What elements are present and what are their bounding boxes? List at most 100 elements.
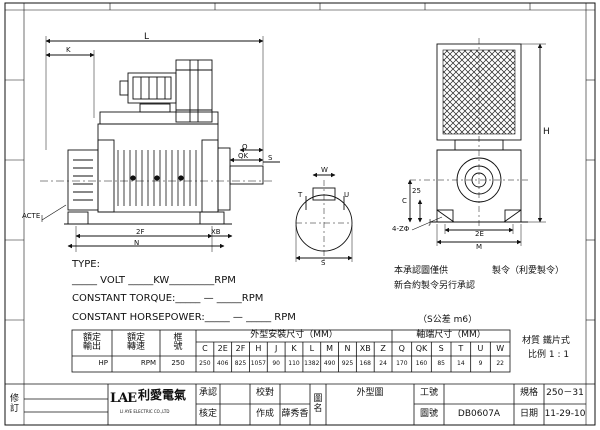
dim-Q: Q (242, 143, 248, 151)
dim-L: L (144, 32, 150, 42)
install-col-header: M (326, 343, 334, 353)
horsepower-line: CONSTANT HORSEPOWER:_____ — _____ RPM (72, 312, 296, 323)
install-col-value: 490 (323, 359, 336, 367)
front-view (407, 38, 546, 246)
install-col-header: XB (359, 343, 371, 353)
frame-value: 250 (171, 359, 185, 368)
shaft-col-value: 160 (415, 359, 428, 367)
install-col-header: L (309, 343, 315, 353)
dim-4Z: 4-ZΦ (392, 225, 410, 233)
shaft-col-value: 85 (437, 359, 445, 367)
install-col-header: 2F (235, 343, 246, 353)
date-label: 日期 (519, 408, 538, 419)
shaft-col-header: S (438, 343, 444, 353)
install-col-value: 1382 (304, 359, 320, 367)
spec-label: 規格 (519, 388, 538, 399)
type-label: TYPE: (72, 259, 100, 270)
dim-W: W (321, 166, 328, 174)
date-value: 11-29-10 (544, 408, 586, 419)
rated-speed-header: 額定 轉速 (126, 332, 145, 352)
install-col-value: 168 (359, 359, 371, 367)
drawing-name-label: 圖 名 (313, 394, 323, 414)
approved-label: 承認 (198, 388, 217, 399)
install-col-value: 110 (288, 359, 300, 367)
shaft-col-header: W (496, 343, 505, 353)
dim-N: N (134, 239, 140, 247)
dim-S-side: S (268, 154, 273, 162)
approval-note-1: 本承認圖僅供 (394, 266, 449, 276)
material-label: 材質 鐵片式 (522, 336, 570, 346)
shaft-col-header: T (458, 343, 464, 353)
checked-label: 校對 (255, 388, 274, 399)
shaft-col-value: 22 (496, 359, 504, 367)
dim-2E: 2E (475, 230, 484, 238)
spec-value: 250－31 (546, 388, 584, 399)
dim-M: M (476, 243, 483, 251)
install-col-value: 1057 (250, 359, 266, 367)
rated-output-header: 額定 輸出 (82, 332, 101, 352)
drawing-border (4, 2, 596, 426)
dim-J: J (429, 218, 432, 226)
shaft-col-header: U (477, 343, 484, 353)
dim-XB: XB (211, 228, 221, 236)
install-col-value: 250 (199, 359, 211, 367)
scale-label: 比例 1 : 1 (528, 350, 570, 360)
shaft-group-header: 軸端尺寸（MM） (416, 330, 486, 341)
border-ticks (5, 3, 595, 321)
drawing-no-value: DB0607A (457, 408, 501, 419)
dim-H: H (543, 127, 550, 137)
volt-line: _____ VOLT _____KW_________RPM (72, 275, 236, 286)
install-col-header: Z (380, 343, 386, 353)
install-col-value: 406 (216, 359, 229, 367)
install-col-header: 2E (217, 343, 228, 353)
install-col-value: 825 (234, 359, 247, 367)
acte-label: ACTE (22, 212, 41, 220)
shaft-col-header: Q (398, 343, 405, 353)
torque-line: CONSTANT TORQUE:_____ — _____RPM (72, 293, 264, 304)
side-view (40, 36, 280, 252)
install-col-header: K (291, 343, 297, 353)
dim-QK: QK (238, 152, 249, 160)
install-col-header: N (344, 343, 351, 353)
company-name-cn: 利愛電氣 (138, 388, 187, 402)
dim-K: K (66, 46, 71, 54)
install-col-header: C (202, 343, 208, 353)
title-block-grid (5, 383, 595, 425)
install-col-value: 24 (379, 359, 387, 367)
dim-T: T (298, 191, 303, 199)
install-col-value: 925 (341, 359, 354, 367)
drawing-no-label: 圖號 (419, 408, 438, 419)
shaft-col-value: 14 (457, 359, 465, 367)
drawing-name: 外型圖 (356, 388, 384, 399)
unit-hp: HP (98, 359, 109, 368)
author-label: 作成 (255, 408, 274, 419)
revision-label: 修 訂 (9, 394, 19, 414)
dim-S-end: S (321, 259, 326, 267)
install-col-value: 90 (272, 359, 280, 367)
company-logo: LAE (109, 391, 137, 407)
order-label: 製令（利愛製令） (492, 266, 565, 276)
shaft-end-view (295, 172, 353, 262)
job-no-label: 工號 (419, 388, 438, 399)
spec-table-grid (71, 329, 511, 373)
dim-U: U (344, 191, 350, 199)
shaft-col-value: 170 (396, 359, 408, 367)
unit-rpm: RPM (140, 359, 156, 368)
company-name-en: LI AYE ELECTRIC CO.,LTD (120, 409, 170, 414)
frame-no-header: 框 號 (173, 332, 183, 352)
ratified-label: 核定 (198, 408, 217, 419)
install-col-header: J (274, 343, 278, 353)
author-name: 薛秀香 (281, 408, 309, 419)
dim-2F: 2F (136, 228, 145, 236)
dim-25: 25 (412, 187, 421, 195)
shaft-col-value: 9 (478, 359, 483, 367)
dim-C: C (402, 197, 407, 205)
install-col-header: H (255, 343, 262, 353)
shaft-col-header: QK (415, 343, 428, 353)
job-no-value (444, 384, 514, 404)
approval-note-2: 新合約製令另行承認 (394, 281, 476, 291)
install-group-header: 外型安裝尺寸（MM） (250, 330, 338, 341)
tolerance-note: （S公差 m6） (418, 315, 478, 325)
